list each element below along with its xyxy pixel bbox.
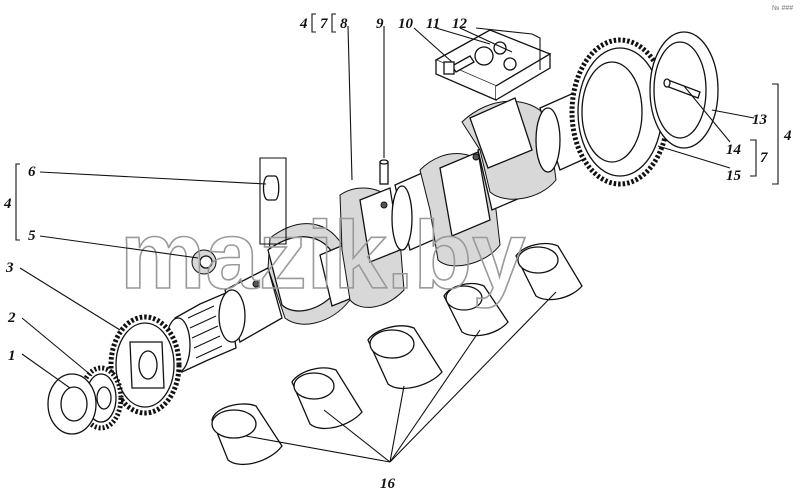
label-15: 15 [726,168,742,184]
label-12: 12 [452,16,468,32]
label-7-top: 7 [320,16,328,32]
watermark: mazik.by [120,202,526,309]
leader-lines [15,25,779,463]
label-2: 2 [7,310,16,326]
label-3: 3 [5,260,14,276]
lock-plate-group [434,29,552,101]
label-1: 1 [8,348,16,364]
label-4-top: 4 [299,16,308,32]
bearing-shells [211,242,583,466]
rear-flange [649,31,719,149]
label-6: 6 [28,164,36,180]
ring-gear [569,37,671,187]
crankshaft [165,85,611,373]
label-5: 5 [28,228,36,244]
label-4-left: 4 [3,196,12,212]
label-11: 11 [426,16,440,32]
label-10: 10 [398,16,414,32]
corner-mark: № ### [772,5,793,12]
label-8: 8 [340,16,348,32]
label-14: 14 [726,142,742,158]
label-16: 16 [380,476,396,492]
woodruff-key [262,175,280,201]
label-7-right: 7 [760,150,768,166]
label-13: 13 [752,112,768,128]
callout-labels: 1 2 3 4 5 6 4 7 8 9 10 11 12 13 4 14 7 1… [3,16,792,492]
label-9: 9 [376,16,384,32]
label-4-right: 4 [783,128,792,144]
dowel-pin [379,159,389,185]
crank-gear [108,314,182,416]
nut [191,249,217,275]
thrust-washer [47,373,97,435]
